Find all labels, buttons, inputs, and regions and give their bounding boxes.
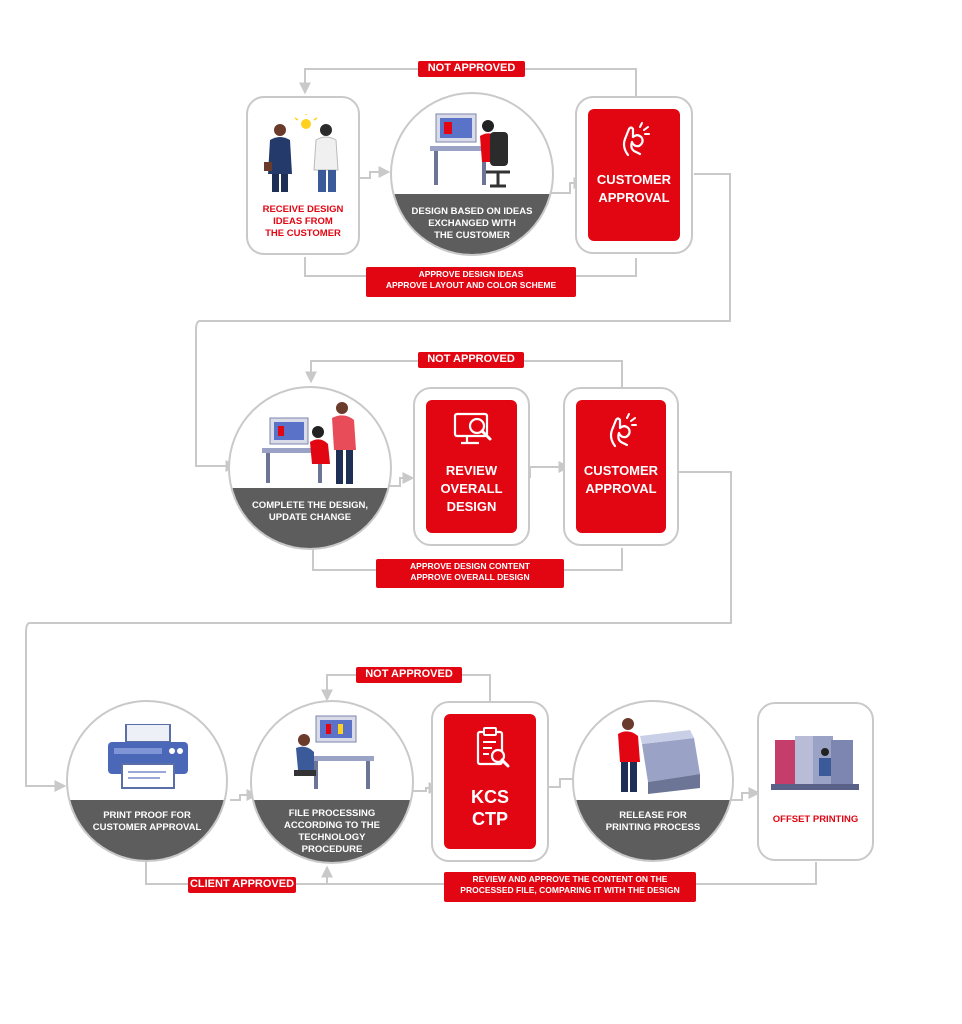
row3-arrow-1-2 (230, 789, 259, 801)
ok-hand-icon (622, 122, 650, 157)
plate-machine-illustration (618, 718, 700, 794)
row2-to-row3 (25, 471, 732, 792)
ok-hand-icon (609, 413, 637, 448)
step-customer-approval-1-label: CUSTOMER APPROVAL (596, 172, 672, 205)
row3-review-note: REVIEW AND APPROVE THE CONTENT ON THE PR… (444, 872, 696, 902)
row2-not-approved-tag: NOT APPROVED (418, 352, 524, 368)
row2-arrow-1-2 (388, 472, 415, 487)
offset-press-illustration (771, 736, 859, 790)
designer-at-desk-illustration (430, 113, 510, 188)
step-kcs-ctp-label: KCS CTP (470, 787, 509, 829)
monitor-search-icon (453, 412, 492, 445)
step-customer-approval-1: CUSTOMER APPROVAL (575, 96, 693, 254)
step-offset-printing: OFFSET PRINTING (757, 702, 874, 861)
designers-team-illustration (262, 402, 356, 484)
step-release-for-printing-label: RELEASE FOR PRINTING PROCESS (605, 810, 701, 833)
step-design-based-on-ideas-label: DESIGN BASED ON IDEAS EXCHANGED WITH THE… (411, 206, 533, 241)
row1-to-row2 (195, 173, 731, 472)
row2-arrow-2-3 (529, 461, 571, 478)
step-print-proof-label: PRINT PROOF FOR CUSTOMER APPROVAL (92, 810, 202, 833)
step-design-based-on-ideas: DESIGN BASED ON IDEAS EXCHANGED WITH THE… (390, 92, 554, 256)
step-review-overall-design: REVIEW OVERALL DESIGN (413, 387, 530, 546)
step-offset-printing-label: OFFSET PRINTING (772, 814, 859, 825)
row3-arrow-4-5 (725, 787, 761, 801)
step-customer-approval-2: CUSTOMER APPROVAL (563, 387, 679, 546)
people-discussion-illustration (264, 114, 339, 192)
step-file-processing-label: FILE PROCESSING ACCORDING TO THE TECHNOL… (284, 808, 380, 855)
step-print-proof: PRINT PROOF FOR CUSTOMER APPROVAL (66, 700, 228, 862)
step-customer-approval-2-label: CUSTOMER APPROVAL (583, 463, 659, 496)
step-complete-the-design-label: COMPLETE THE DESIGN, UPDATE CHANGE (251, 500, 369, 523)
row1-approve-note: APPROVE DESIGN IDEAS APPROVE LAYOUT AND … (366, 267, 576, 297)
row2-approve-note: APPROVE DESIGN CONTENT APPROVE OVERALL D… (376, 559, 564, 588)
file-processing-illustration (294, 715, 374, 789)
step-review-overall-design-label: REVIEW OVERALL DESIGN (440, 463, 503, 514)
step-receive-design-ideas-label: RECEIVE DESIGN IDEAS FROM THE CUSTOMER (262, 204, 344, 239)
client-approved-tag: CLIENT APPROVED (188, 877, 296, 893)
printer-illustration (108, 724, 188, 789)
step-complete-the-design: COMPLETE THE DESIGN, UPDATE CHANGE (228, 386, 392, 550)
row1-not-approved-tag: NOT APPROVED (418, 61, 525, 77)
step-file-processing: FILE PROCESSING ACCORDING TO THE TECHNOL… (250, 700, 414, 864)
step-kcs-ctp: KCS CTP (431, 701, 549, 862)
row3-not-approved-tag: NOT APPROVED (356, 667, 462, 683)
step-receive-design-ideas: RECEIVE DESIGN IDEAS FROM THE CUSTOMER (246, 96, 360, 255)
step-release-for-printing: RELEASE FOR PRINTING PROCESS (572, 700, 734, 862)
clipboard-search-icon (476, 727, 510, 768)
